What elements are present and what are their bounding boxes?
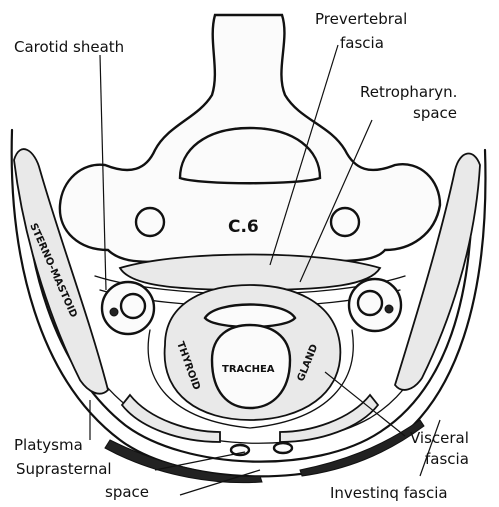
label-suprasternal-1: Suprasternal: [16, 460, 112, 478]
oesophagus: [205, 305, 295, 328]
left-foramen: [136, 208, 164, 236]
label-investing-fascia: Investinq fascia: [330, 484, 448, 502]
label-suprasternal-2: space: [105, 483, 149, 501]
label-carotid-sheath: Carotid sheath: [14, 38, 124, 56]
vertebra-label: C.6: [228, 217, 259, 237]
label-retropharyn-1: Retropharyn.: [360, 83, 457, 101]
right-foramen: [331, 208, 359, 236]
label-prevertebral-2: fascia: [340, 34, 384, 52]
label-visceral-1: Visceral: [410, 429, 469, 447]
label-platysma: Platysma: [14, 436, 83, 454]
right-carotid-inner: [358, 291, 382, 315]
jugular-right: [274, 443, 292, 453]
label-visceral-2: fascia: [425, 450, 469, 468]
label-retropharyn-2: space: [413, 104, 457, 122]
visceral-compartment: TRACHEA THYROID GLAND: [148, 285, 353, 428]
trachea-label: TRACHEA: [222, 364, 275, 375]
left-carotid-inner: [121, 294, 145, 318]
label-prevertebral-1: Prevertebral: [315, 10, 407, 28]
